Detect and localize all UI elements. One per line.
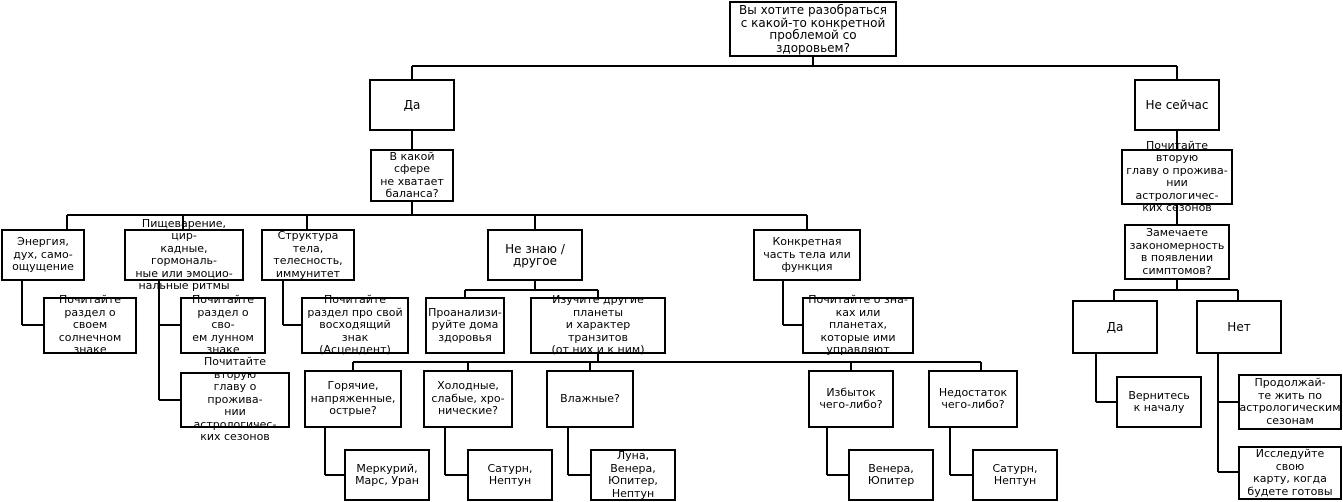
node-body-structure: Структура тела, телесность, иммунитет xyxy=(261,229,355,281)
node-root-question: Вы хотите разобраться с какой-то конкрет… xyxy=(729,1,897,57)
node-mercury-mars-uranus: Меркурий, Марс, Уран xyxy=(344,449,430,501)
node-deficit: Недостаток чего-либо? xyxy=(928,370,1018,428)
node-dont-know: Не знаю / другое xyxy=(487,229,583,281)
node-read-ascendant: Почитайте раздел про свой восходящий зна… xyxy=(301,294,409,356)
node-cold: Холодные, слабые, хро- нические? xyxy=(423,370,513,428)
node-read-signs-planets: Почитайте о зна- ках или планетах, котор… xyxy=(802,294,914,356)
node-wet: Влажные? xyxy=(546,370,634,428)
node-moon-venus-jupiter-neptune: Луна, Венера, Юпитер, Нептун xyxy=(590,449,676,501)
node-read-sun-sign: Почитайте раздел о своем солнечном знаке xyxy=(43,294,137,356)
node-study-planets: Изучите другие планеты и характер транзи… xyxy=(530,294,666,356)
node-yes: Да xyxy=(369,79,455,131)
node-venus-jupiter: Венера, Юпитер xyxy=(848,449,934,501)
node-not-now: Не сейчас xyxy=(1134,79,1220,131)
node-right-no: Нет xyxy=(1196,300,1282,354)
node-read-moon-sign: Почитайте раздел о сво- ем лунном знаке xyxy=(180,294,266,356)
node-energy: Энергия, дух, само- ощущение xyxy=(1,229,85,281)
node-digestion-rhythms: Пищеварение, цир- кадные, гормональ- ные… xyxy=(124,217,244,292)
node-read-seasons-right: Почитайте вторую главу о прожива- нии ас… xyxy=(1121,139,1233,214)
node-which-sphere: В какой сфере не хватает баланса? xyxy=(370,149,454,202)
node-continue-seasons: Продолжай- те жить по астрологическим се… xyxy=(1238,374,1342,430)
node-notice-pattern: Замечаете закономерность в появлении сим… xyxy=(1124,224,1230,280)
node-excess: Избыток чего-либо? xyxy=(808,370,894,428)
node-saturn-neptune-2: Сатурн, Нептун xyxy=(972,449,1058,501)
node-body-part: Конкретная часть тела или функция xyxy=(753,229,861,281)
node-analyze-houses: Проанализи- руйте дома здоровья xyxy=(425,297,505,354)
node-go-back: Вернитесь к началу xyxy=(1116,376,1202,428)
node-explore-chart: Исследуйте свою карту, когда будете гото… xyxy=(1238,446,1342,500)
node-read-seasons-left: Почитайте вторую главу о прожива- нии ас… xyxy=(180,356,290,443)
node-hot: Горячие, напряженные, острые? xyxy=(304,370,402,428)
node-saturn-neptune-1: Сатурн, Нептун xyxy=(467,449,553,501)
node-right-yes: Да xyxy=(1072,300,1158,354)
